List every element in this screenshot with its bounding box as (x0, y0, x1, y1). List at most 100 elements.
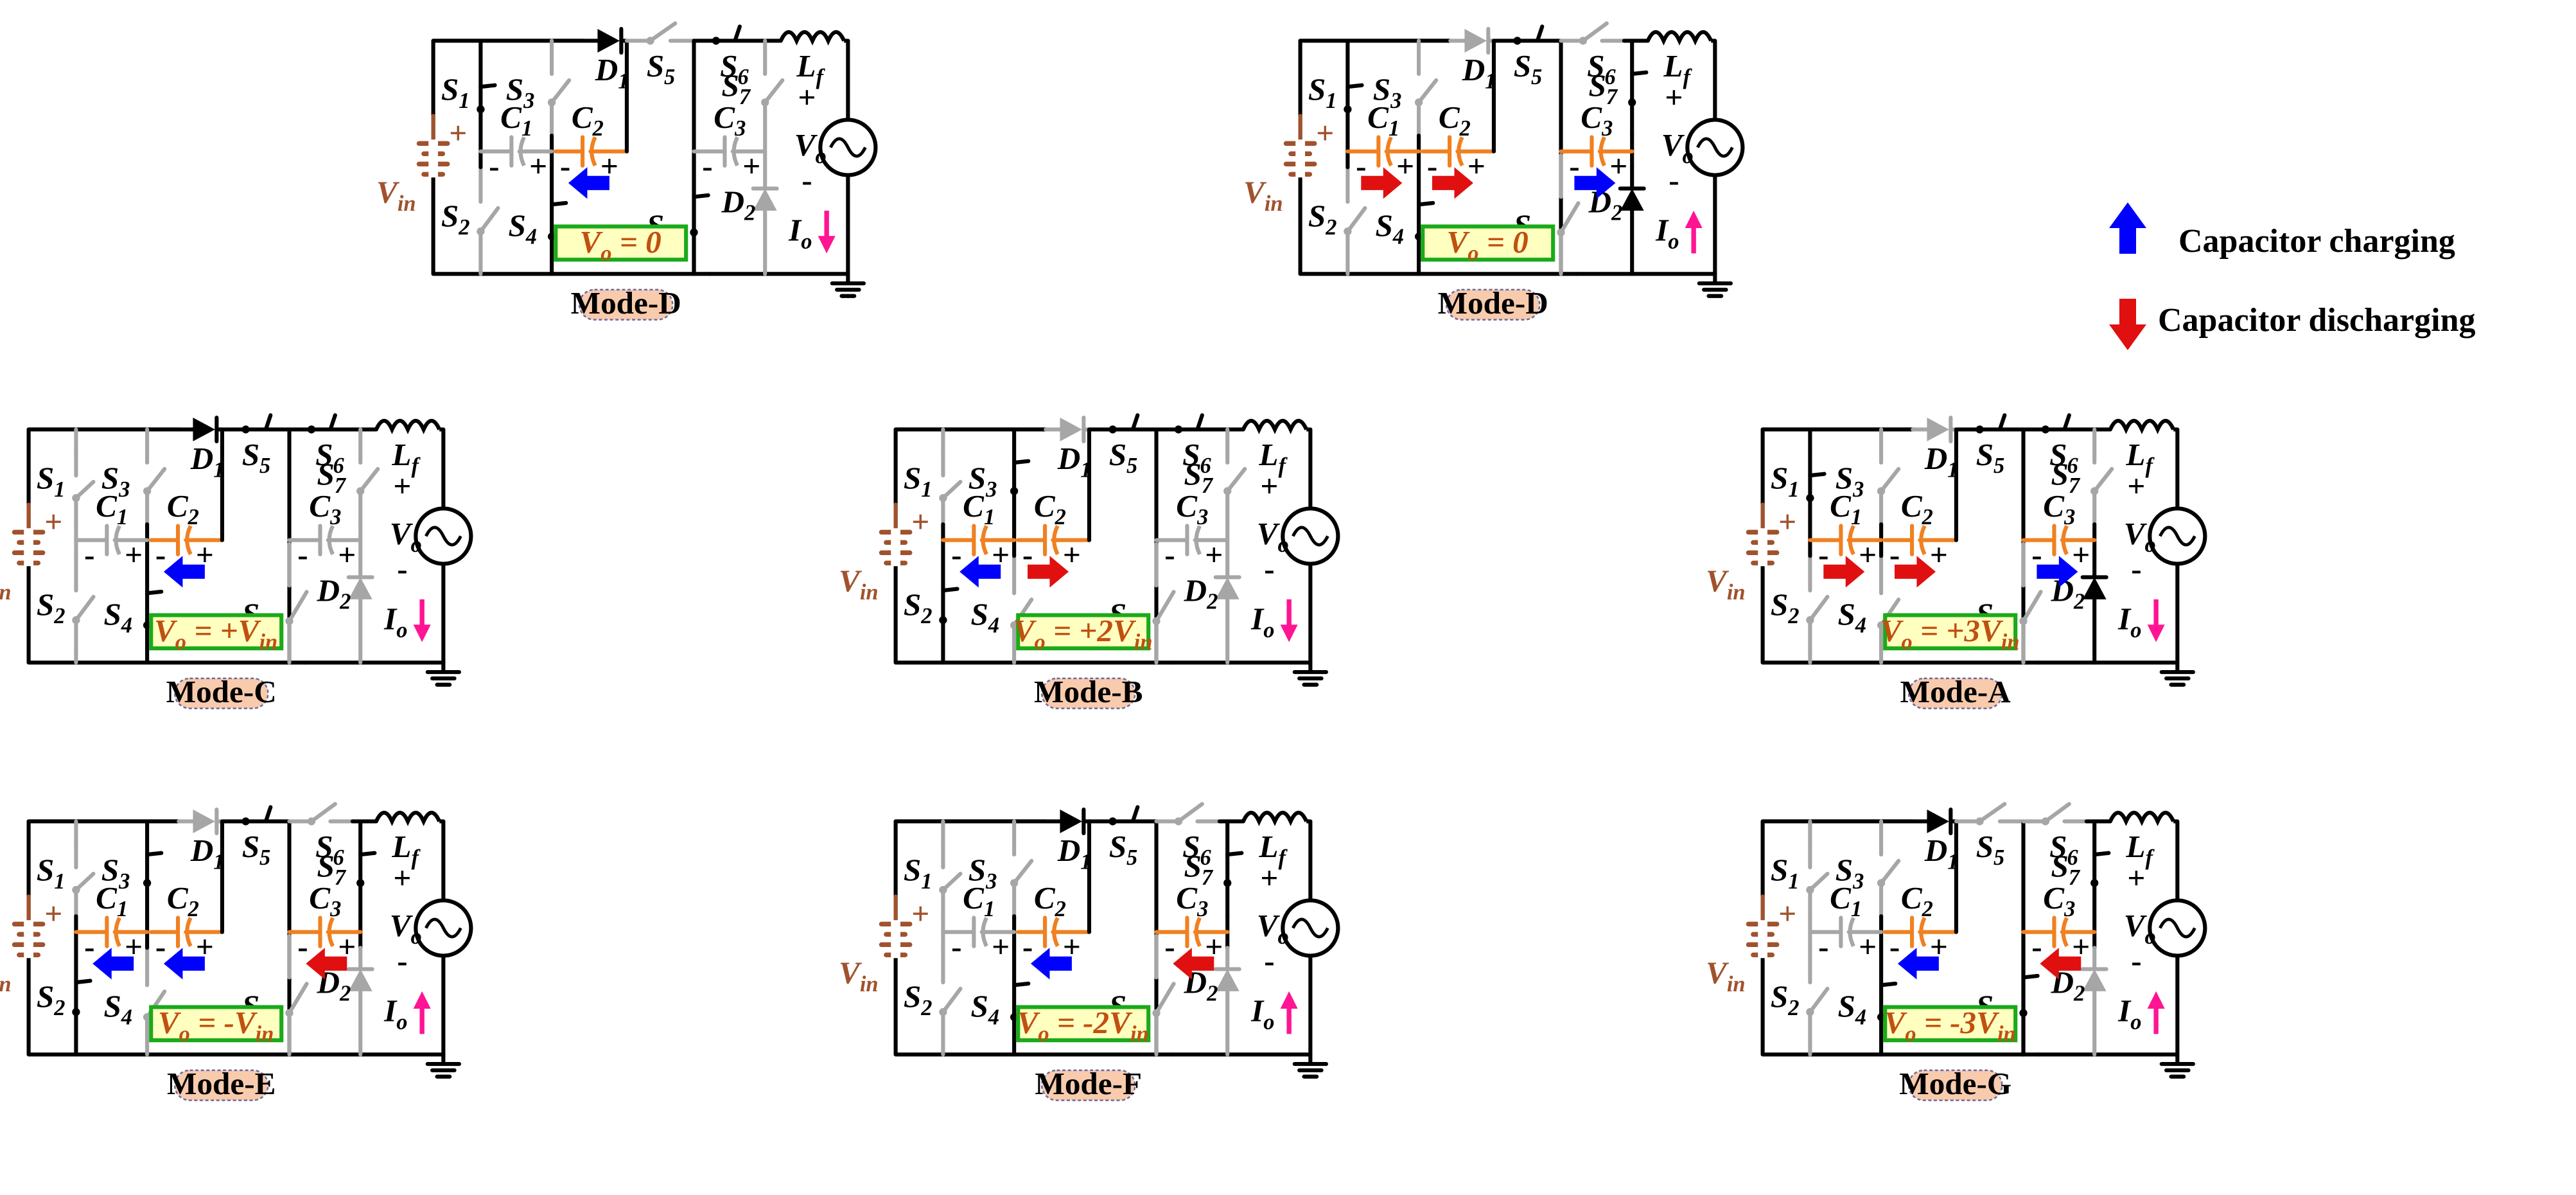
diode-d2-label: D2 (721, 184, 756, 225)
source-plus: + (1778, 504, 1796, 539)
switch-contact (285, 1009, 294, 1017)
switch-contact (1806, 616, 1814, 624)
capacitor-c1-minus: - (489, 148, 499, 184)
mode-panel-6: +VinS1S2S3S4C1-+C2-+D1S5S6Lf+Vo-IoS7S8C3… (0, 802, 473, 1101)
diode-d2-label: D2 (317, 572, 351, 614)
ac-load: +Vo- (1661, 80, 1745, 198)
ground-icon (1292, 660, 1329, 687)
switch-contact (2090, 879, 2099, 887)
output-voltage-frame (149, 1005, 284, 1043)
vo-label: Vo (1257, 908, 1289, 949)
switch-s2-label: S2 (1771, 587, 1800, 628)
switch-s3-label: S3 (1836, 461, 1864, 502)
capacitor-c3: C3-+ (1158, 488, 1226, 572)
switch-s1-label: S1 (37, 853, 66, 894)
switch-contact (2041, 425, 2050, 434)
discharging-arrow-c2 (1895, 556, 1936, 588)
current-down-arrow (413, 599, 431, 642)
capacitor-c3-minus: - (1569, 148, 1579, 184)
ground-icon (2159, 1052, 2196, 1079)
switch-contact (307, 817, 316, 826)
switch-s3: S3 (506, 39, 572, 138)
inductor-lf: Lf (374, 418, 441, 478)
vin-label: Vin (1706, 563, 1746, 605)
switch-contact (1108, 425, 1117, 434)
wire (74, 871, 96, 892)
switch-s2: S2 (37, 946, 92, 1049)
switch-contact (1806, 494, 1814, 502)
capacitor-c2-minus: - (155, 537, 166, 572)
switch-s3-label: S3 (506, 72, 535, 113)
switch-contact (307, 425, 316, 434)
discharging-arrow-c2 (1028, 556, 1069, 588)
inductor-label: Lf (796, 48, 825, 89)
switch-s4-label: S4 (103, 596, 132, 637)
ac-load: +Vo- (1257, 860, 1340, 978)
inductor-lf: Lf (1646, 30, 1713, 89)
switch-s6-label: S6 (315, 829, 344, 870)
capacitor-c3-plus: + (338, 537, 356, 572)
diode-d1: D1 (1448, 26, 1496, 93)
wire (1977, 802, 2007, 824)
source-plus: + (911, 504, 929, 539)
wire (763, 78, 785, 105)
mode-panels: +VinS1S2S3S4C1-+C2-+D1S5S6Lf+Vo-IoS7S8C3… (0, 21, 2207, 1101)
switch-s6: S6 (2021, 802, 2089, 870)
switch-contact (2090, 487, 2099, 495)
diode-d2-body (348, 577, 372, 599)
ground-icon (425, 660, 462, 687)
switch-s3: S3 (101, 819, 164, 919)
wire (74, 978, 92, 985)
capacitor-c1: C1-+ (1812, 880, 1880, 964)
sine-icon (1696, 137, 1734, 158)
switch-s7-label: S7 (1589, 68, 1618, 109)
switch-contact (72, 494, 80, 502)
wire (941, 871, 963, 892)
switch-s3-label: S3 (101, 461, 130, 502)
io-label: Io (1655, 213, 1679, 254)
output-voltage-frame (1883, 613, 2018, 651)
vin-label: Vin (376, 175, 416, 216)
wire (2021, 973, 2040, 980)
sine-icon (2159, 526, 2196, 547)
capacitor-c2: C2-+ (1016, 880, 1083, 964)
diode-d2: D2 (2051, 554, 2108, 665)
mode-label-text: Mode-D (571, 285, 681, 321)
diode-d2-body (1215, 577, 1240, 599)
wire (1879, 466, 1901, 493)
switch-s6: S6 (1559, 21, 1626, 89)
wire (1225, 851, 1244, 857)
mode-label-pill (1040, 1069, 1136, 1101)
discharging-arrow-c3 (2040, 948, 2081, 980)
switch-s1: S1 (1771, 447, 1827, 527)
wire (478, 206, 500, 234)
capacitor-c3-plus: + (1205, 537, 1223, 572)
wire (1195, 413, 1204, 432)
ground-icon (1292, 1052, 1329, 1079)
switch-s3-label: S3 (1373, 72, 1402, 113)
switch-s1: S1 (1308, 58, 1364, 138)
switch-s1-label: S1 (904, 853, 933, 894)
switch-s2: S2 (1771, 554, 1830, 657)
inductor-coil (2108, 418, 2175, 434)
switch-contact (2041, 817, 2050, 826)
switch-contact (1877, 1013, 1886, 1022)
switch-s1-label: S1 (1308, 72, 1337, 113)
mode-panel-7: +VinS1S2S3S4C1-+C2-+D1S5S6Lf+Vo-IoS7S8C3… (839, 802, 1340, 1101)
vo-plus: + (1260, 468, 1278, 504)
switch-contact (72, 1008, 80, 1016)
diode-d1-label: D1 (190, 833, 225, 874)
diode-d1-body (193, 810, 215, 833)
sine-icon (425, 526, 462, 547)
inductor-label: Lf (391, 829, 421, 870)
capacitor-c1-plus: + (1396, 148, 1414, 184)
switch-contact (1414, 233, 1423, 241)
switch-contact (356, 879, 365, 887)
switch-s6: S6 (2021, 413, 2089, 478)
switch-s1-label: S1 (1771, 853, 1800, 894)
output-voltage-frame (1016, 613, 1151, 651)
io-label: Io (383, 993, 407, 1034)
switch-s6: S6 (1154, 413, 1222, 478)
switch-contact (1174, 425, 1183, 434)
ac-load: +Vo- (794, 80, 878, 198)
